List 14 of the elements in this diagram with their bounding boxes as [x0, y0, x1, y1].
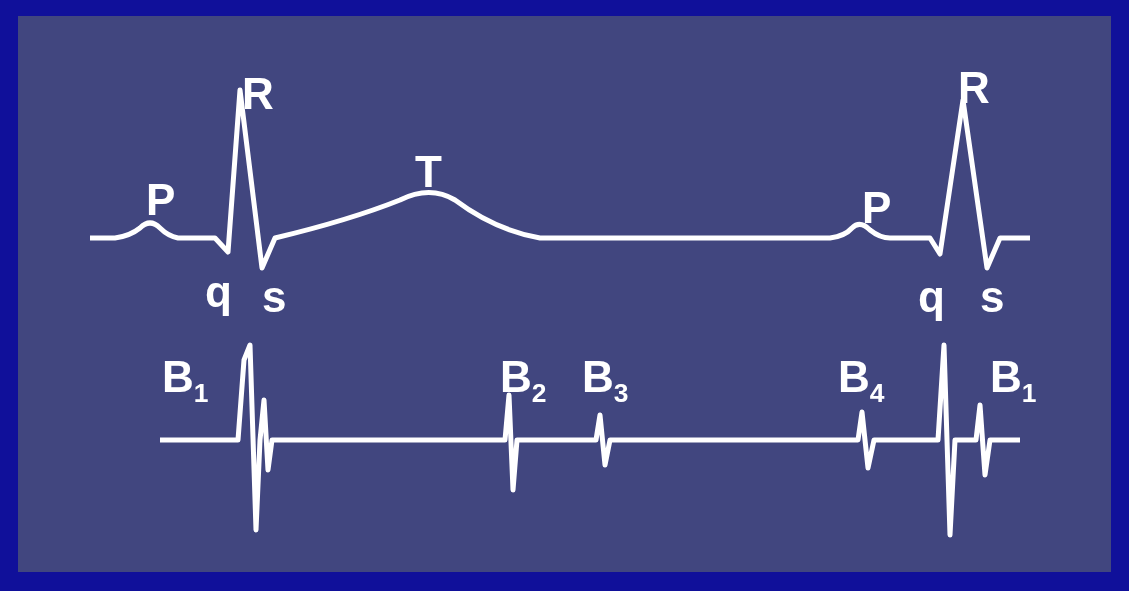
wave-label: s	[980, 275, 1005, 319]
wave-label: q	[205, 270, 232, 314]
wave-label: R	[242, 72, 274, 116]
wave-label: B$_{2}$	[500, 355, 547, 407]
wave-label: B$_{4}$	[838, 355, 885, 407]
wave-label: q	[918, 275, 945, 319]
wave-label: s	[262, 275, 287, 319]
wave-label: P	[146, 178, 176, 222]
wave-label: R	[958, 66, 990, 110]
wave-label: T	[415, 150, 442, 194]
wave-label: B$_{1}$	[162, 355, 209, 407]
wave-label: B$_{1}$	[990, 355, 1037, 407]
wave-label: P	[862, 186, 892, 230]
wave-label: B$_{3}$	[582, 355, 629, 407]
